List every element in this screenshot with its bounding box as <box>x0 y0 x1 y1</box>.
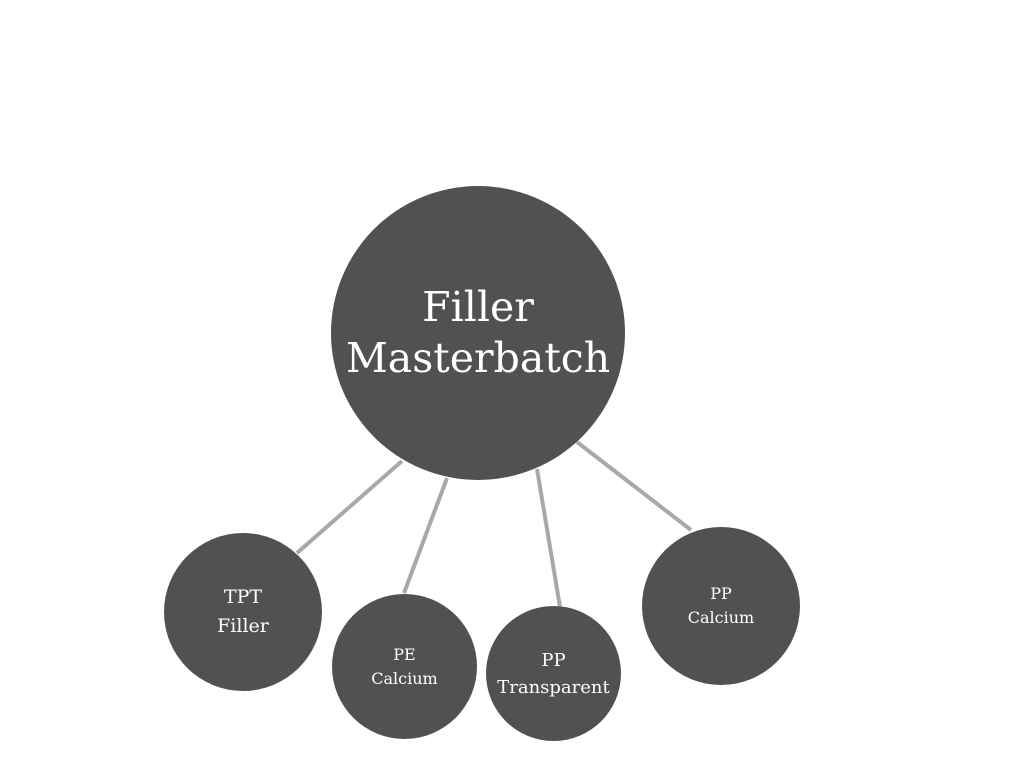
center-node-filler-masterbatch: Filler Masterbatch <box>331 186 625 480</box>
child-node-pe-calcium: PE Calcium <box>332 594 477 739</box>
center-node-label-line2: Masterbatch <box>345 334 611 382</box>
center-node-label-line1: Filler <box>422 283 534 331</box>
child-node-label-line2: Transparent <box>497 676 610 698</box>
child-node-label-line1: PP <box>710 584 732 603</box>
child-node-label-line2: Calcium <box>687 608 755 627</box>
connector-pp-transparent <box>535 468 562 608</box>
child-node-tpt-filler: TPT Filler <box>164 533 322 691</box>
connector-tpt-filler <box>295 459 404 555</box>
child-node-label-line2: Filler <box>217 615 269 637</box>
child-node-label-line1: PP <box>541 649 566 671</box>
connector-pp-calcium <box>575 440 693 532</box>
connector-pe-calcium <box>402 477 449 594</box>
child-node-pp-calcium: PP Calcium <box>642 527 800 685</box>
child-node-label-line1: PE <box>393 644 416 664</box>
child-node-pp-transparent: PP Transparent <box>486 606 621 741</box>
child-node-label-line1: TPT <box>223 586 263 608</box>
child-node-label-line2: Calcium <box>371 668 438 688</box>
